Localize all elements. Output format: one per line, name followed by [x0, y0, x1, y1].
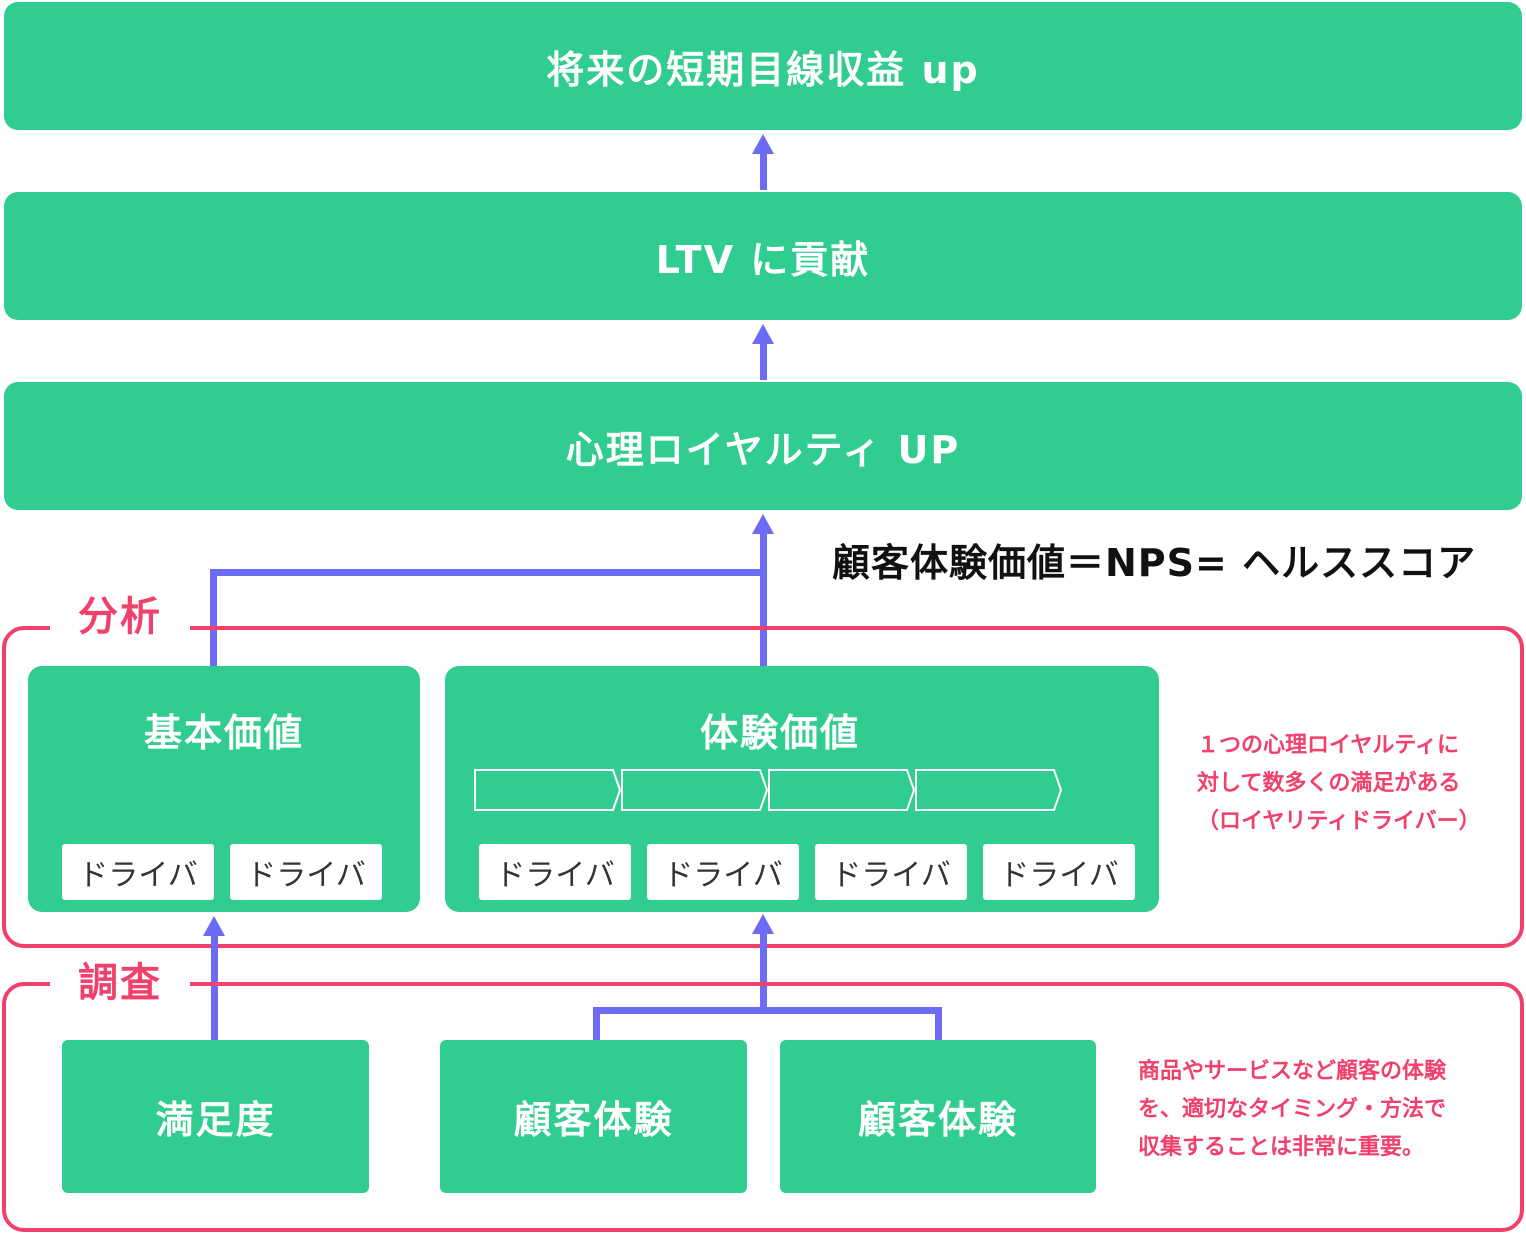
journey-step-2 — [621, 769, 769, 811]
outcome-revenue-box: 将来の短期目線収益 up — [4, 2, 1522, 130]
analysis-note: １つの心理ロイヤルティに 対して数多くの満足がある （ロイヤリティドライバー） — [1197, 727, 1481, 841]
analysis-note-line-2: 対して数多くの満足がある — [1197, 771, 1461, 796]
basic-driver-2: ドライバ — [230, 844, 382, 900]
survey-note: 商品やサービスなど顧客の体験 を、適切なタイミング・方法で 収集することは非常に… — [1138, 1053, 1446, 1167]
arrow-satisfaction-to-basic-head — [203, 916, 225, 936]
experience-driver-4: ドライバ — [983, 844, 1135, 900]
basic-value-title: 基本価値 — [143, 711, 304, 755]
connector-survey-left-drop — [593, 1007, 600, 1040]
basic-value-panel: 基本価値 ドライバ ドライバ — [28, 666, 420, 912]
outcome-loyalty-box: 心理ロイヤルティ UP — [4, 382, 1522, 510]
survey-note-line-2: を、適切なタイミング・方法で — [1138, 1097, 1447, 1122]
outcome-revenue-label: 将来の短期目線収益 up — [546, 47, 980, 92]
arrow-experience-survey-trunk — [760, 934, 767, 1012]
connector-basic-to-trunk — [210, 569, 767, 576]
survey-frame — [2, 982, 1524, 1232]
survey-item-customer-experience-1: 顧客体験 — [440, 1040, 747, 1193]
arrow-satisfaction-to-basic-line — [211, 934, 218, 1040]
journey-step-4 — [915, 769, 1063, 811]
journey-step-3 — [768, 769, 916, 811]
arrow-loyalty-to-ltv-head — [752, 324, 774, 344]
connector-basic-up-line — [210, 569, 217, 666]
analysis-note-line-3: （ロイヤリティドライバー） — [1197, 809, 1481, 834]
experience-driver-1: ドライバ — [479, 844, 631, 900]
journey-step-1 — [474, 769, 622, 811]
experience-driver-2: ドライバ — [647, 844, 799, 900]
outcome-ltv-label: LTV に貢献 — [655, 237, 871, 282]
arrow-to-experience-head — [752, 914, 774, 934]
connector-survey-right-drop — [935, 1007, 942, 1040]
survey-section-label: 調査 — [50, 959, 190, 1007]
experience-value-panel: 体験価値 ドライバ ドライバ ドライバ ドライバ — [445, 666, 1159, 912]
arrow-loyalty-to-ltv-line — [760, 342, 767, 380]
experience-value-title: 体験価値 — [699, 711, 860, 755]
survey-item-customer-experience-1-label: 顧客体験 — [513, 1098, 674, 1142]
nps-health-score-label: 顧客体験価値＝NPS= ヘルススコア — [832, 541, 1477, 585]
survey-item-customer-experience-2-label: 顧客体験 — [857, 1098, 1018, 1142]
survey-note-line-1: 商品やサービスなど顧客の体験 — [1138, 1059, 1447, 1084]
arrow-ltv-to-revenue-line — [760, 152, 767, 190]
analysis-note-line-1: １つの心理ロイヤルティに — [1197, 733, 1460, 758]
experience-driver-3: ドライバ — [815, 844, 967, 900]
arrow-to-loyalty-head — [752, 514, 774, 534]
arrow-experience-to-loyalty-line — [760, 532, 767, 666]
connector-survey-horizontal — [593, 1007, 942, 1014]
journey-chevrons — [474, 769, 1063, 811]
survey-item-customer-experience-2: 顧客体験 — [780, 1040, 1096, 1193]
analysis-section-label: 分析 — [50, 593, 190, 641]
outcome-ltv-box: LTV に貢献 — [4, 192, 1522, 320]
arrow-ltv-to-revenue-head — [752, 134, 774, 154]
survey-item-satisfaction-label: 満足度 — [155, 1098, 276, 1142]
survey-note-line-3: 収集することは非常に重要。 — [1138, 1135, 1425, 1160]
basic-driver-1: ドライバ — [62, 844, 214, 900]
outcome-loyalty-label: 心理ロイヤルティ UP — [565, 427, 961, 472]
survey-item-satisfaction: 満足度 — [62, 1040, 369, 1193]
